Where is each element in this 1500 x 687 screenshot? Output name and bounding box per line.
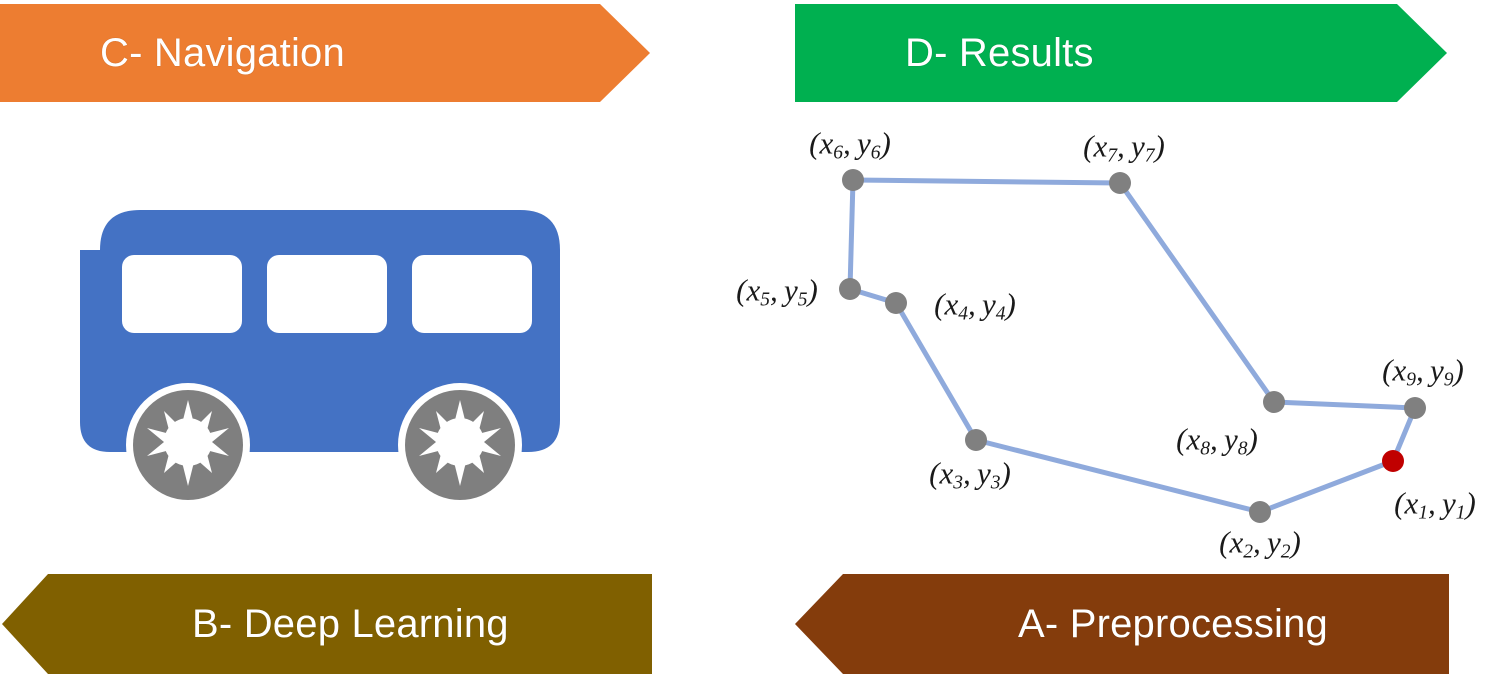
waypoint-edge bbox=[847, 177, 856, 292]
waypoint-vertex[interactable] bbox=[885, 292, 907, 314]
banner-a-preprocessing-label: A- Preprocessing bbox=[1018, 601, 1328, 646]
waypoint-label-7: (x7, y7) bbox=[1083, 128, 1165, 167]
waypoint-vertex[interactable] bbox=[1263, 391, 1285, 413]
waypoint-label-2: (x2, y2) bbox=[1219, 524, 1301, 563]
bus-window bbox=[122, 255, 242, 333]
waypoint-label-4: (x4, y4) bbox=[934, 286, 1016, 325]
bus-wheel bbox=[398, 383, 522, 507]
waypoint-label-8: (x8, y8) bbox=[1176, 421, 1258, 460]
waypoint-label-9: (x9, y9) bbox=[1382, 352, 1464, 391]
banner-a-preprocessing[interactable]: A- Preprocessing bbox=[795, 574, 1449, 674]
waypoint-vertex[interactable] bbox=[839, 278, 861, 300]
bus-wheel bbox=[126, 383, 250, 507]
waypoint-edge bbox=[893, 300, 979, 443]
waypoint-edge bbox=[1117, 180, 1277, 405]
waypoint-label-5: (x5, y5) bbox=[736, 272, 818, 311]
waypoint-label-1: (x1, y1) bbox=[1394, 485, 1476, 524]
waypoint-vertex[interactable] bbox=[1249, 501, 1271, 523]
waypoint-label-3: (x3, y3) bbox=[929, 455, 1011, 494]
waypoint-vertex[interactable] bbox=[842, 169, 864, 191]
waypoint-label-6: (x6, y6) bbox=[809, 125, 891, 164]
banner-d-results-label: D- Results bbox=[905, 30, 1094, 75]
waypoint-edge bbox=[973, 437, 1263, 515]
waypoint-polygon-svg bbox=[839, 169, 1426, 523]
banner-b-deep-learning[interactable]: B- Deep Learning bbox=[2, 574, 652, 674]
banner-c-navigation[interactable]: C- Navigation bbox=[0, 4, 650, 102]
waypoint-polygon: (x1, y1) (x2, y2) (x3, y3) (x4, y4) (x5, y5)… bbox=[680, 110, 1500, 565]
waypoint-edge bbox=[1271, 399, 1418, 411]
waypoint-start-vertex[interactable] bbox=[1382, 450, 1404, 472]
waypoint-vertex[interactable] bbox=[1109, 172, 1131, 194]
waypoint-vertices bbox=[839, 169, 1426, 523]
waypoint-edge bbox=[1257, 458, 1396, 515]
banner-b-deep-learning-label: B- Deep Learning bbox=[192, 601, 509, 646]
bus-window bbox=[267, 255, 387, 333]
bus-window bbox=[412, 255, 532, 333]
banner-c-navigation-label: C- Navigation bbox=[100, 30, 345, 75]
waypoint-vertex[interactable] bbox=[965, 429, 987, 451]
bus-icon bbox=[80, 210, 560, 507]
banner-d-results[interactable]: D- Results bbox=[795, 4, 1447, 102]
waypoint-vertex[interactable] bbox=[1404, 397, 1426, 419]
waypoint-edge bbox=[850, 177, 1123, 186]
